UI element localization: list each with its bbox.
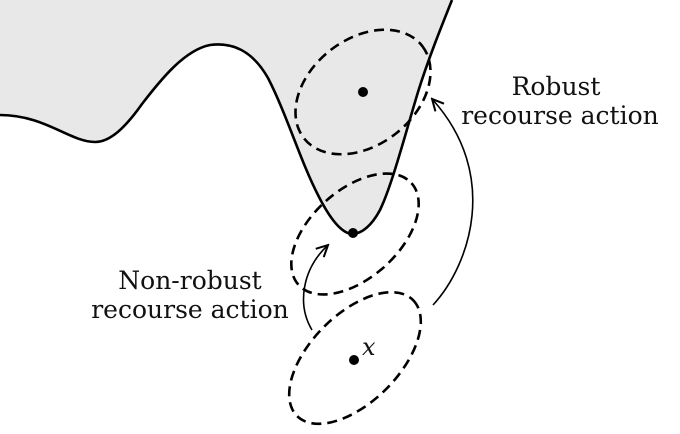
nonrobust-recourse-arrow <box>302 246 327 331</box>
decision-boundary <box>0 0 454 236</box>
nonrobust-label-line1: Non-robust <box>118 266 261 295</box>
robust-label-line2: recourse action <box>461 101 659 130</box>
origin-point <box>349 355 359 365</box>
robust-recourse-arrow <box>433 100 474 306</box>
robust-label-line1: Robust <box>512 72 601 101</box>
robust-point <box>358 87 368 97</box>
nonrobust-label-line2: recourse action <box>91 295 289 324</box>
origin-ellipse <box>287 290 423 426</box>
nonrobust-point <box>348 228 358 238</box>
robust-target-ellipse <box>294 28 432 156</box>
nonrobust-target-ellipse <box>290 172 420 296</box>
favorable-region <box>0 0 452 234</box>
point-x-label: x <box>362 333 376 361</box>
